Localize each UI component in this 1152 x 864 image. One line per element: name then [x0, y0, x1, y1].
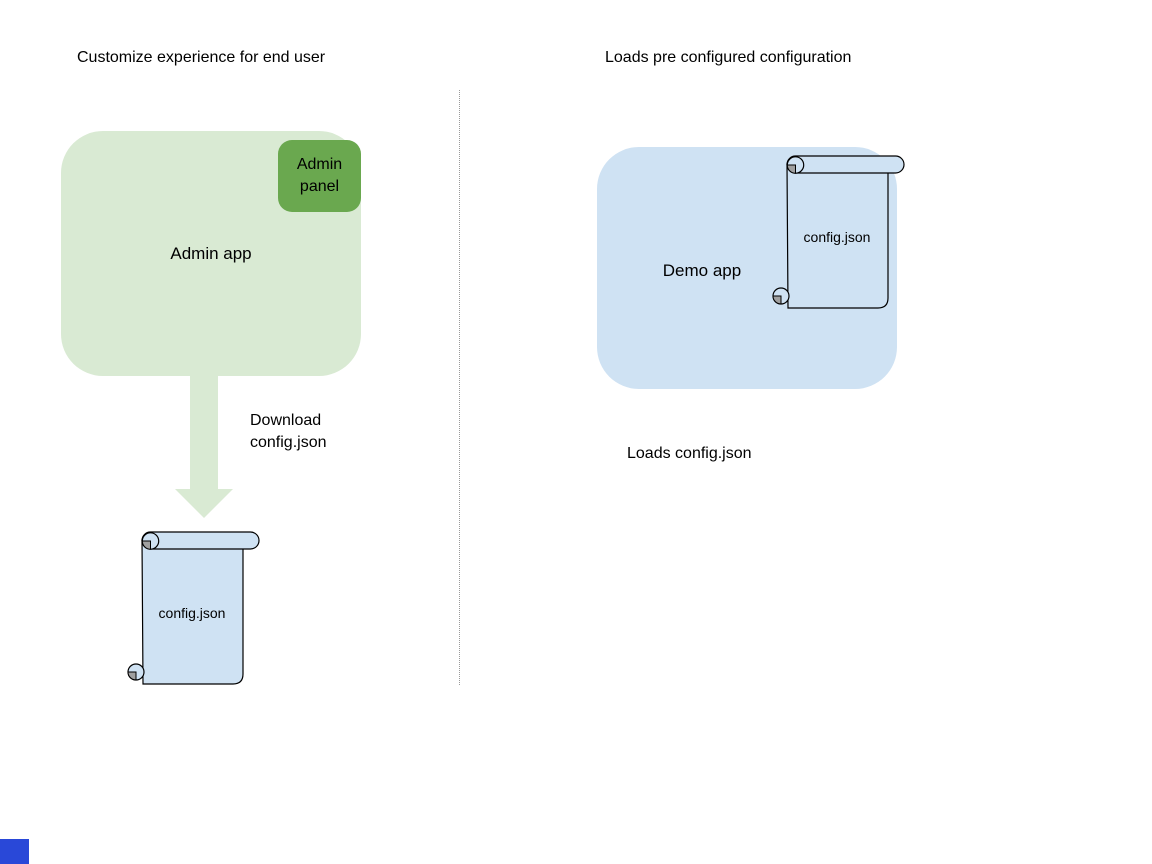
- download-arrow-label-line2: config.json: [250, 434, 327, 451]
- demo-app-label: Demo app: [662, 261, 742, 280]
- scroll-top-curl-shade: [141, 540, 151, 550]
- corner-marker-square: [0, 839, 29, 864]
- scroll-top-curl-shade: [786, 164, 796, 174]
- left-section-title: Customize experience for end user: [77, 49, 326, 66]
- scroll-bottom-curl-shade: [772, 295, 782, 305]
- download-arrow-shaft: [190, 375, 218, 490]
- scroll-top-roll: [786, 155, 905, 174]
- right-section-title: Loads pre configured configuration: [605, 49, 852, 66]
- left-scroll-label: config.json: [158, 605, 226, 621]
- admin-panel-box: Admin panel: [278, 140, 361, 212]
- section-divider: [459, 90, 460, 685]
- right-scroll-label: config.json: [803, 229, 871, 245]
- scroll-body: [786, 163, 889, 309]
- download-arrow-label: Download config.json: [250, 410, 327, 454]
- config-json-scroll-icon: [772, 155, 905, 309]
- config-json-scroll-icon: [127, 531, 260, 685]
- scroll-top-roll: [141, 531, 260, 550]
- loads-config-caption: Loads config.json: [627, 445, 752, 462]
- admin-app-box: Admin panel: [61, 131, 361, 376]
- admin-app-label: Admin app: [170, 244, 252, 263]
- download-arrow-head: [175, 489, 233, 518]
- scroll-bottom-curl-shade: [127, 671, 137, 681]
- download-arrow-label-line1: Download: [250, 412, 322, 429]
- scroll-body: [141, 539, 244, 685]
